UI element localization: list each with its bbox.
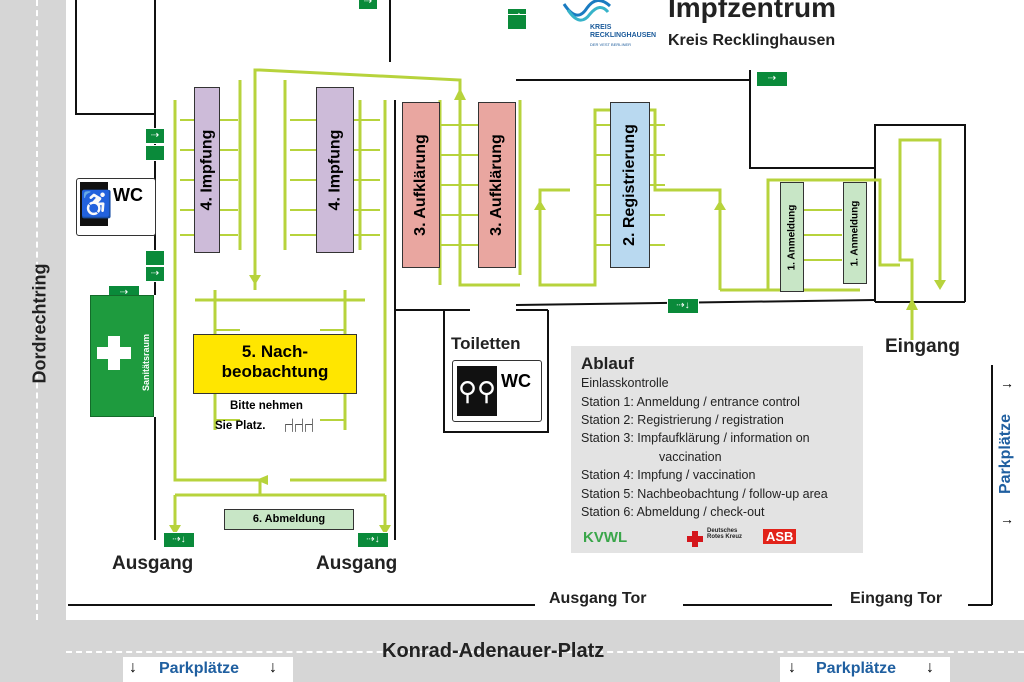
sponsor-kvwl-logo: KVWL: [583, 529, 628, 546]
station-impfung: 4. Impfung: [316, 87, 354, 253]
parking-label: Parkplätze: [159, 660, 240, 677]
first-aid-cross-icon: [97, 336, 131, 370]
parking-right: → Parkplätze →: [994, 375, 1024, 535]
legend-line: Station 5: Nachbeobachtung / follow-up a…: [581, 487, 828, 501]
page-title: Impfzentrum: [668, 0, 836, 23]
seating-hint-2: Sie Platz.: [215, 420, 266, 432]
legend-title: Ablauf: [581, 354, 634, 373]
legend-line: Station 3: Impfaufklärung / information …: [581, 431, 810, 445]
station-anmeldung: 1. Anmeldung: [843, 182, 867, 284]
logo-text-3: DER VEST BERLINER: [590, 42, 632, 47]
station-impfung-label: 4. Impfung: [326, 129, 344, 211]
legend-line: Station 6: Abmeldung / check-out: [581, 505, 765, 519]
station-abmeldung: 6. Abmeldung: [224, 509, 354, 530]
station-aufklaerung-label: 3. Aufklärung: [488, 134, 506, 236]
parking-label: Parkplätze: [997, 413, 1014, 495]
station-nachbeobachtung: 5. Nach- beobachtung: [193, 334, 357, 394]
exit-sign-icon: ⇢: [145, 266, 165, 282]
exit-sign-icon: ⇢: [358, 0, 378, 10]
station-impfung-label: 4. Impfung: [198, 129, 216, 211]
arrow-right-icon: →: [1000, 511, 1014, 527]
exit-sign-icon: ⇢: [145, 128, 165, 144]
legend-line: Station 1: Anmeldung / entrance control: [581, 395, 800, 409]
station-anmeldung: 1. Anmeldung: [780, 182, 804, 292]
legend-line: Station 4: Impfung / vaccination: [581, 468, 756, 482]
toiletten-label: Toiletten: [451, 334, 521, 353]
road-right: [990, 360, 1024, 610]
exit-sign-icon: ⇢↓: [667, 298, 699, 314]
station-aufklaerung-label: 3. Aufklärung: [412, 134, 430, 236]
parking-label: Parkplätze: [816, 660, 897, 677]
toilet-people-icon: ⚲⚲: [457, 366, 497, 416]
nachbeobachtung-label-2: beobachtung: [221, 362, 329, 381]
logo-text-1: KREIS: [590, 24, 612, 31]
parking-bottom-right: ↓ Parkplätze ↓: [780, 657, 950, 682]
exit-sign-icon: [145, 145, 165, 161]
station-aufklaerung: 3. Aufklärung: [402, 102, 440, 268]
nachbeobachtung-label-1: 5. Nach-: [241, 342, 309, 361]
kreis-logo-icon: [562, 0, 612, 22]
street-left-label: Dordrechtring: [29, 263, 50, 384]
legend-line: Station 2: Registrierung / registration: [581, 413, 784, 427]
logo-text-2: RECKLINGHAUSEN: [590, 32, 657, 39]
exit-sign-icon: [145, 250, 165, 266]
road-left: [0, 0, 66, 682]
ausgang-left-label: Ausgang: [112, 553, 194, 574]
ausgang-tor-label: Ausgang Tor: [549, 590, 647, 607]
visitor-path: [173, 68, 942, 530]
station-impfung: 4. Impfung: [194, 87, 220, 253]
legend-panel: Ablauf Einlasskontrolle Station 1: Anmel…: [571, 346, 863, 553]
ausgang-right-label: Ausgang: [316, 553, 398, 574]
accessible-wc: ♿ WC: [76, 178, 156, 236]
eingang-tor-label: Eingang Tor: [850, 590, 943, 607]
sponsor-drk-logo: Deutsches Rotes Kreuz: [707, 528, 743, 540]
sanitaetsraum: Sanitätsraum: [90, 295, 154, 417]
eingang-label: Eingang: [885, 336, 960, 357]
parking-bottom-left: ↓ Parkplätze ↓: [123, 657, 293, 682]
street-bottom-label: Konrad-Adenauer-Platz: [382, 640, 605, 662]
wheelchair-icon: ♿: [80, 182, 112, 226]
road-bottom-dashes: [66, 651, 1024, 653]
station-registrierung-label: 2. Registrierung: [621, 124, 638, 246]
station-anmeldung-label: 1. Anmeldung: [786, 204, 798, 270]
exit-sign-icon: [507, 14, 527, 30]
exit-sign-icon: ⇢: [756, 71, 788, 87]
page-subtitle: Kreis Recklinghausen: [668, 32, 836, 49]
station-aufklaerung: 3. Aufklärung: [478, 102, 516, 268]
toiletten-sign: ⚲⚲ WC: [452, 360, 542, 422]
exit-sign-icon: ⇢↓: [357, 532, 389, 548]
path-arrow-heads: [169, 88, 946, 535]
sponsor-asb-logo: ASB: [763, 529, 797, 544]
arrow-down-icon: ↓: [788, 659, 796, 676]
exit-sign-icon: ⇢↓: [163, 532, 195, 548]
arrow-down-icon: ↓: [269, 659, 277, 676]
station-registrierung: 2. Registrierung: [610, 102, 650, 268]
toiletten-wc-label: WC: [501, 371, 531, 391]
arrow-down-icon: ↓: [129, 659, 137, 676]
chairs-icon: ⑁⑁⑁: [283, 415, 315, 437]
sanitaetsraum-label: Sanitätsraum: [141, 333, 151, 391]
arrow-right-icon: →: [1000, 375, 1014, 391]
wc-label: WC: [113, 185, 143, 205]
arrow-down-icon: ↓: [926, 659, 934, 676]
seating-hint-1: Bitte nehmen: [230, 400, 303, 412]
legend-line: Einlasskontrolle: [581, 376, 669, 390]
red-cross-icon: [687, 531, 703, 547]
station-anmeldung-label: 1. Anmeldung: [849, 200, 861, 266]
legend-line: vaccination: [659, 450, 722, 464]
abmeldung-label: 6. Abmeldung: [252, 513, 326, 525]
road-left-dashes: [36, 0, 38, 620]
